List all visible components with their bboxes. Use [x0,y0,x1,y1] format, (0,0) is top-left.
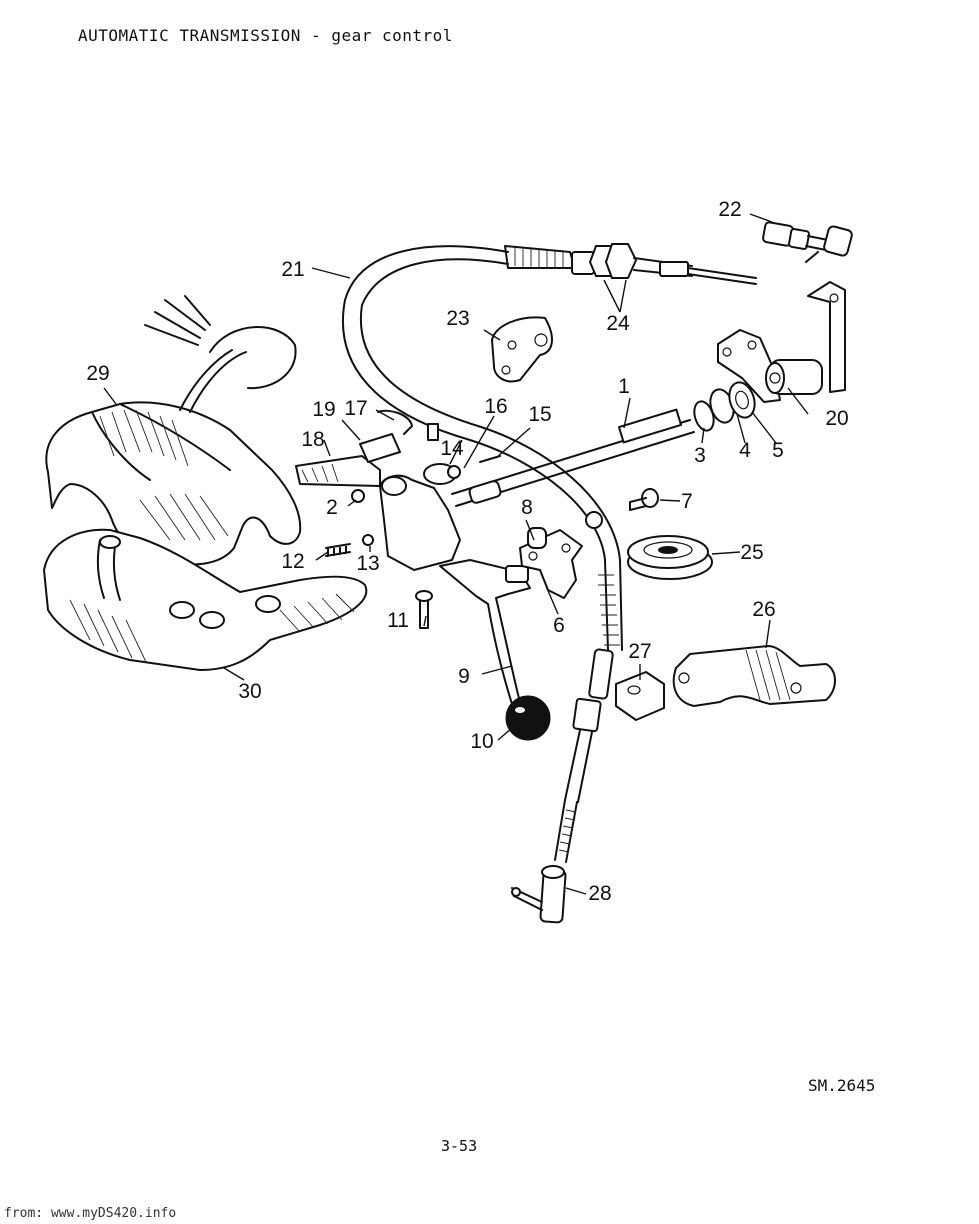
callout-8: 8 [521,496,533,519]
leader-lines [103,213,809,895]
mounting-bracket-part [672,645,836,707]
callout-7: 7 [681,490,693,513]
adjuster-part [762,221,853,263]
bolt-part [629,488,659,511]
callout-22: 22 [718,198,741,221]
bracket-plate-part [491,316,553,383]
callout-13: 13 [356,552,379,575]
lower-cowl-part [43,528,368,671]
callout-6: 6 [553,614,565,637]
callout-9: 9 [458,665,470,688]
callout-28: 28 [588,882,611,905]
callout-30: 30 [238,680,261,703]
callout-10: 10 [470,730,493,753]
callout-21: 21 [281,258,304,281]
upper-cowl-part [45,295,302,566]
selector-housing-part [295,409,502,571]
trunnion-part [511,865,567,924]
cable-end-with-nuts [504,243,757,285]
selector-lever-part [439,559,551,741]
source-watermark: from: www.myDS420.info [4,1206,177,1221]
callout-14: 14 [440,437,464,460]
callout-17: 17 [344,397,367,420]
detent-plate-part [519,511,603,599]
callout-24: 24 [606,312,630,335]
callout-20: 20 [825,407,848,430]
page-title: AUTOMATIC TRANSMISSION - gear control [78,26,453,45]
callout-3: 3 [694,444,706,467]
callout-4: 4 [739,439,751,462]
page-number: 3-53 [441,1137,478,1155]
callout-15: 15 [528,403,551,426]
callout-12: 12 [281,550,304,573]
callout-5: 5 [772,439,784,462]
callout-18: 18 [301,428,324,451]
callout-29: 29 [86,362,109,385]
callout-25: 25 [740,541,763,564]
callout-16: 16 [484,395,507,418]
callout-19: 19 [312,398,335,421]
callout-11: 11 [387,609,409,632]
callout-23: 23 [446,307,469,330]
control-cable-part [342,245,623,863]
selector-bracket-part [717,281,846,403]
drawing-reference: SM.2645 [808,1076,876,1095]
callout-26: 26 [752,598,775,621]
grommet-part [627,535,713,580]
callout-2: 2 [326,496,338,519]
pin-part [415,590,433,629]
callout-1: 1 [618,375,630,398]
clamp-block-part [615,671,665,721]
callout-27: 27 [628,640,651,663]
